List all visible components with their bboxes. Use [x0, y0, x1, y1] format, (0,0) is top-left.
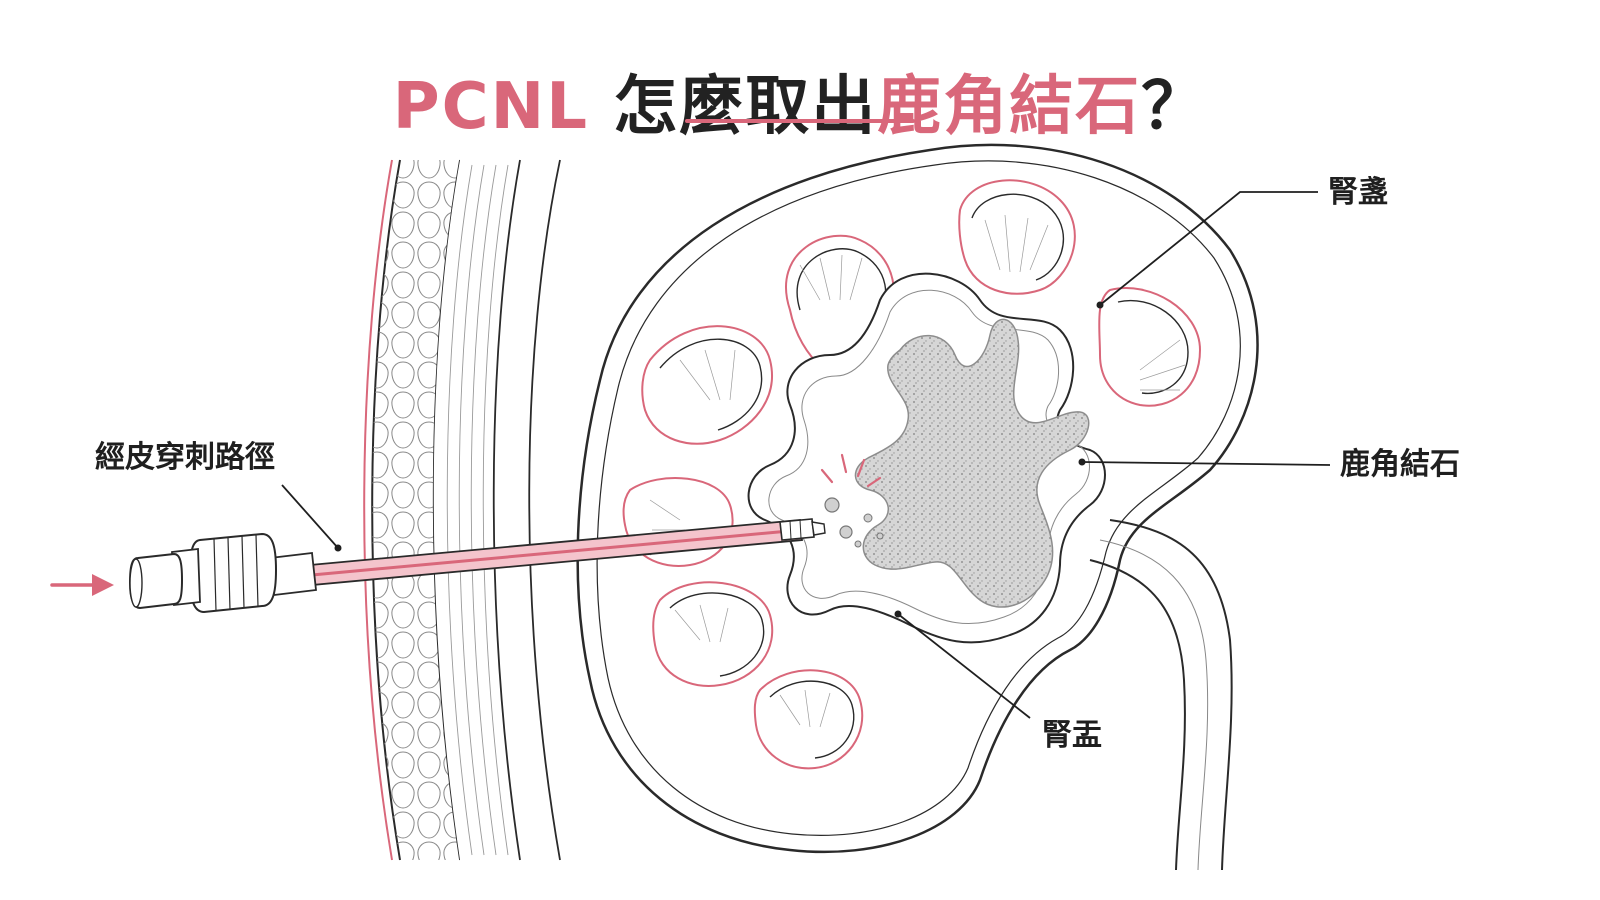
- calyx-bottom: [753, 669, 864, 770]
- ureter: [1089, 519, 1233, 871]
- leader-stone: [1081, 461, 1331, 466]
- skin-line: [363, 159, 393, 861]
- nephroscope-icon: [128, 532, 317, 614]
- calyx-upper-right: [1098, 287, 1202, 407]
- fat-layer: [372, 160, 460, 860]
- title-how-to-remove: 怎麼取出: [613, 69, 878, 144]
- label-renal-calyx: 腎盞: [1328, 175, 1388, 210]
- title-underline: [685, 119, 915, 123]
- label-staghorn-stone: 鹿角結石: [1340, 447, 1460, 482]
- calyx-left: [641, 325, 773, 445]
- calyx-lower-left: [652, 581, 774, 687]
- calyx-top: [958, 179, 1076, 295]
- nephroscope: [128, 518, 826, 614]
- leader-tract: [281, 484, 339, 549]
- body-wall: [363, 159, 561, 861]
- laser-burst: [820, 453, 882, 488]
- page-title: PCNL 怎麼取出鹿角結石？: [0, 65, 1600, 149]
- label-renal-pelvis: 腎盂: [1042, 718, 1102, 753]
- leader-calyx: [1099, 191, 1318, 306]
- stone-fragments: [824, 497, 884, 548]
- label-percutaneous-tract: 經皮穿刺路徑: [95, 440, 275, 475]
- title-staghorn-stone: 鹿角結石: [877, 69, 1142, 144]
- title-question-mark: ？: [1141, 69, 1208, 144]
- inner-fascia: [528, 159, 561, 861]
- leader-pelvis: [897, 613, 1031, 719]
- staghorn-stone: [854, 318, 1090, 608]
- arrow-right-icon: [50, 574, 114, 596]
- leader-lines: [281, 191, 1331, 719]
- title-pcnl: PCNL: [392, 69, 614, 144]
